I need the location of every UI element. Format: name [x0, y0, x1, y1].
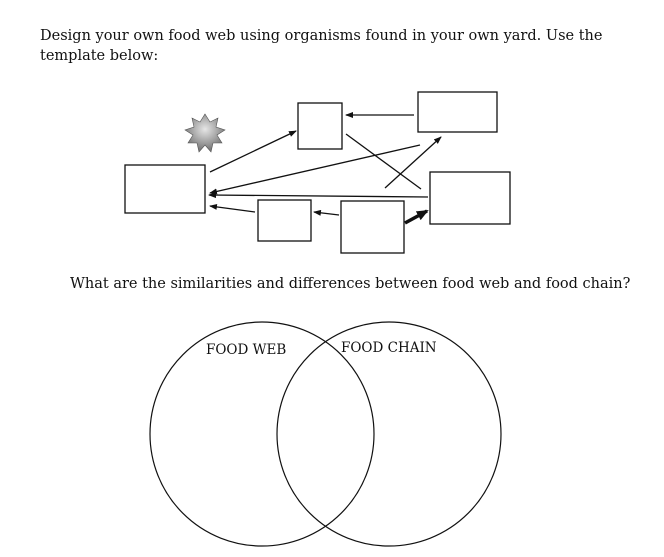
venn-circle-food-chain [276, 321, 502, 547]
arrow-right-to-left-diagonal [209, 144, 421, 195]
food-web-box-bottom-left[interactable] [257, 199, 312, 242]
venn-circle-food-web [149, 321, 375, 547]
food-web-box-top-middle[interactable] [297, 102, 343, 150]
arrow-bottom-right-to-bottom-left [313, 209, 340, 216]
instruction-line-2: template below: [40, 48, 159, 64]
arrow-bottom-right-to-right-bold [404, 209, 429, 225]
venn-label-food-chain: FOOD CHAIN [341, 340, 437, 356]
instruction-line-1: Design your own food web using organisms… [40, 28, 603, 44]
question-text: What are the similarities and difference… [70, 276, 631, 292]
arrow-left-to-top-middle [209, 130, 297, 173]
food-web-box-right[interactable] [429, 171, 511, 225]
arrow-bottom-left-to-left [209, 203, 256, 213]
food-web-box-top-right[interactable] [417, 91, 498, 133]
food-web-box-bottom-right[interactable] [340, 200, 405, 254]
food-web-box-left[interactable] [124, 164, 206, 214]
venn-label-food-web: FOOD WEB [206, 342, 286, 358]
arrow-top-middle-to-right [345, 133, 422, 190]
sun-icon [184, 113, 226, 153]
arrow-cross-to-top-right [384, 136, 442, 189]
arrow-right-to-left-horizontal [208, 192, 429, 199]
